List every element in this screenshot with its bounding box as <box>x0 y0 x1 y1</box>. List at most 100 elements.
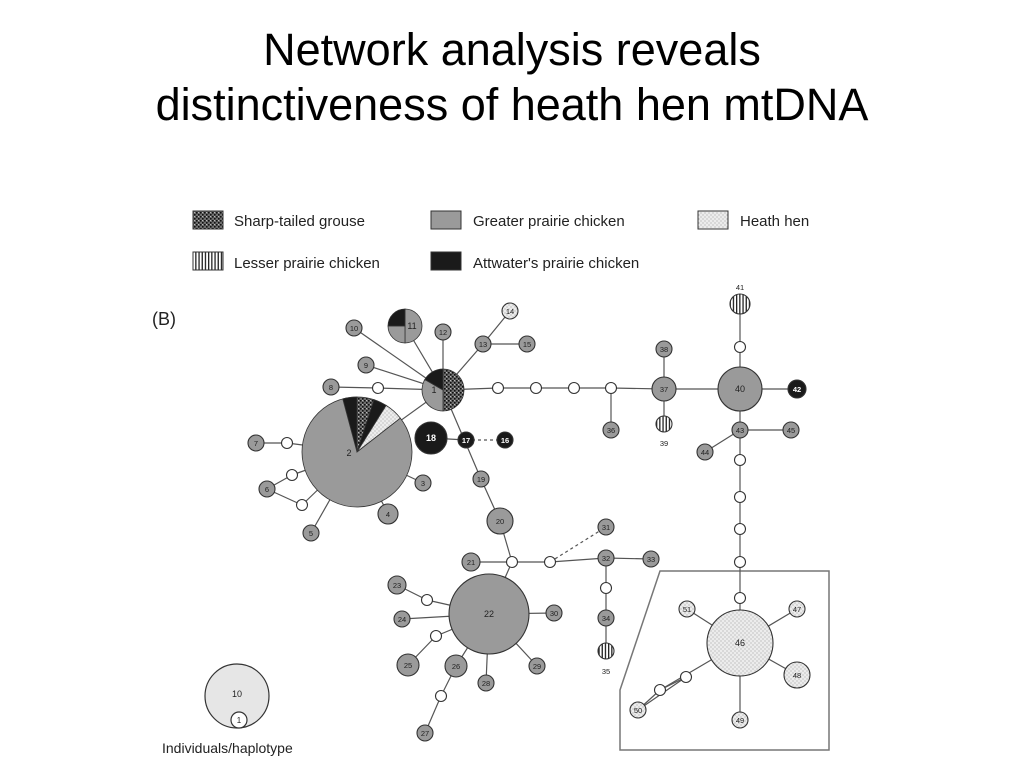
haplotype-circle <box>655 415 673 433</box>
haplotype-circle <box>696 443 714 461</box>
haplotype-circle <box>477 674 495 692</box>
haplotype-node: 22 <box>448 573 530 655</box>
haplotype-circle <box>597 642 615 660</box>
haplotype-label: 15 <box>523 340 531 349</box>
scale-label-small: 1 <box>237 716 242 725</box>
haplotype-node: 20 <box>486 507 514 535</box>
haplotype-node: 28 <box>477 674 495 692</box>
haplotype-label: 44 <box>701 448 709 457</box>
haplotype-label: 51 <box>683 605 691 614</box>
intermediate-node <box>567 381 581 395</box>
slide-title-line-2: distinctiveness of heath hen mtDNA <box>155 79 869 130</box>
haplotype-label: 24 <box>398 615 406 624</box>
pie-wedge <box>387 308 406 327</box>
haplotype-node: 14 <box>501 302 519 320</box>
haplotype-label: 20 <box>496 517 504 526</box>
haplotype-label: 36 <box>607 426 615 435</box>
haplotype-circle <box>414 474 432 492</box>
haplotype-circle <box>783 661 811 689</box>
haplotype-label: 1 <box>431 385 436 395</box>
intermediate-node <box>733 555 747 569</box>
haplotype-label: 22 <box>484 609 494 619</box>
intermediate-node <box>733 340 747 354</box>
haplotype-node: 32 <box>597 549 615 567</box>
haplotype-label: 46 <box>735 638 745 648</box>
intermediate-node <box>599 581 613 595</box>
intermediate-node <box>285 468 299 482</box>
haplotype-node: 48 <box>783 661 811 689</box>
legend-label-heath-hen: Heath hen <box>740 213 809 230</box>
haplotype-label: 34 <box>602 614 610 623</box>
haplotype-circle <box>377 503 399 525</box>
haplotype-label: 6 <box>265 485 269 494</box>
haplotype-node: 47 <box>788 600 806 618</box>
haplotype-node: 41 <box>729 283 751 315</box>
haplotype-circle <box>302 524 320 542</box>
legend-label-lesser-prairie-chicken: Lesser prairie chicken <box>234 255 380 272</box>
haplotype-label: 23 <box>393 581 401 590</box>
haplotype-circle <box>393 610 411 628</box>
haplotype-label: 14 <box>506 307 514 316</box>
haplotype-node: 27 <box>416 724 434 742</box>
haplotype-label: 9 <box>364 361 368 370</box>
intermediate-node <box>529 381 543 395</box>
pie-wedge <box>442 368 465 412</box>
intermediate-node <box>491 381 505 395</box>
haplotype-circle <box>345 319 363 337</box>
haplotype-label: 25 <box>404 661 412 670</box>
haplotype-label: 32 <box>602 554 610 563</box>
haplotype-label: 28 <box>482 679 490 688</box>
intermediate-node <box>420 593 434 607</box>
haplotype-node: 50 <box>629 701 647 719</box>
haplotype-node: 37 <box>651 376 677 402</box>
haplotype-node: 1 <box>421 368 465 412</box>
haplotype-circle <box>788 600 806 618</box>
legend-swatch-heath-hen <box>697 210 729 230</box>
haplotype-circle <box>597 609 615 627</box>
haplotype-circle <box>731 421 749 439</box>
slide-title: Network analysis reveals distinctiveness… <box>0 22 1024 132</box>
haplotype-label: 18 <box>426 433 436 443</box>
heath-hen-cluster-box <box>619 570 830 751</box>
intermediate-node <box>733 522 747 536</box>
haplotype-node: 4 <box>377 503 399 525</box>
haplotype-label: 2 <box>346 448 351 458</box>
pie-wedge <box>387 325 406 344</box>
haplotype-label: 12 <box>439 328 447 337</box>
haplotype-label: 35 <box>602 667 610 676</box>
haplotype-circle <box>448 573 530 655</box>
haplotype-label: 7 <box>254 439 258 448</box>
pie-wedge <box>342 396 358 453</box>
haplotype-label: 8 <box>329 383 333 392</box>
haplotype-node: 51 <box>678 600 696 618</box>
haplotype-label: 48 <box>793 671 801 680</box>
haplotype-node: 21 <box>461 552 481 572</box>
haplotype-label: 42 <box>793 385 801 394</box>
legend-label-greater-prairie-chicken: Greater prairie chicken <box>473 213 625 230</box>
haplotype-node: 5 <box>302 524 320 542</box>
haplotype-node: 31 <box>597 518 615 536</box>
haplotype-node: 25 <box>396 653 420 677</box>
haplotype-node: 2 <box>301 396 413 508</box>
scale-label-large: 10 <box>232 689 242 699</box>
scale-circle-small <box>230 711 248 729</box>
haplotype-circle <box>496 431 514 449</box>
legend-label-attwaters-prairie-chicken: Attwater's prairie chicken <box>473 255 639 272</box>
haplotype-circle <box>729 293 751 315</box>
intermediate-node <box>653 683 667 697</box>
legend: Sharp-tailed grouse Greater prairie chic… <box>192 210 809 272</box>
scale-legend: 10 1 Individuals/haplotype <box>162 663 293 756</box>
network-links <box>256 304 798 734</box>
haplotype-node: 19 <box>472 470 490 488</box>
haplotype-circle <box>655 340 673 358</box>
intermediate-node <box>679 670 693 684</box>
haplotype-circle <box>787 379 807 399</box>
haplotype-label: 37 <box>660 385 668 394</box>
haplotype-label: 16 <box>501 436 509 445</box>
haplotype-circle <box>322 378 340 396</box>
haplotype-circle <box>602 421 620 439</box>
haplotype-label: 50 <box>634 706 642 715</box>
haplotype-label: 30 <box>550 609 558 618</box>
